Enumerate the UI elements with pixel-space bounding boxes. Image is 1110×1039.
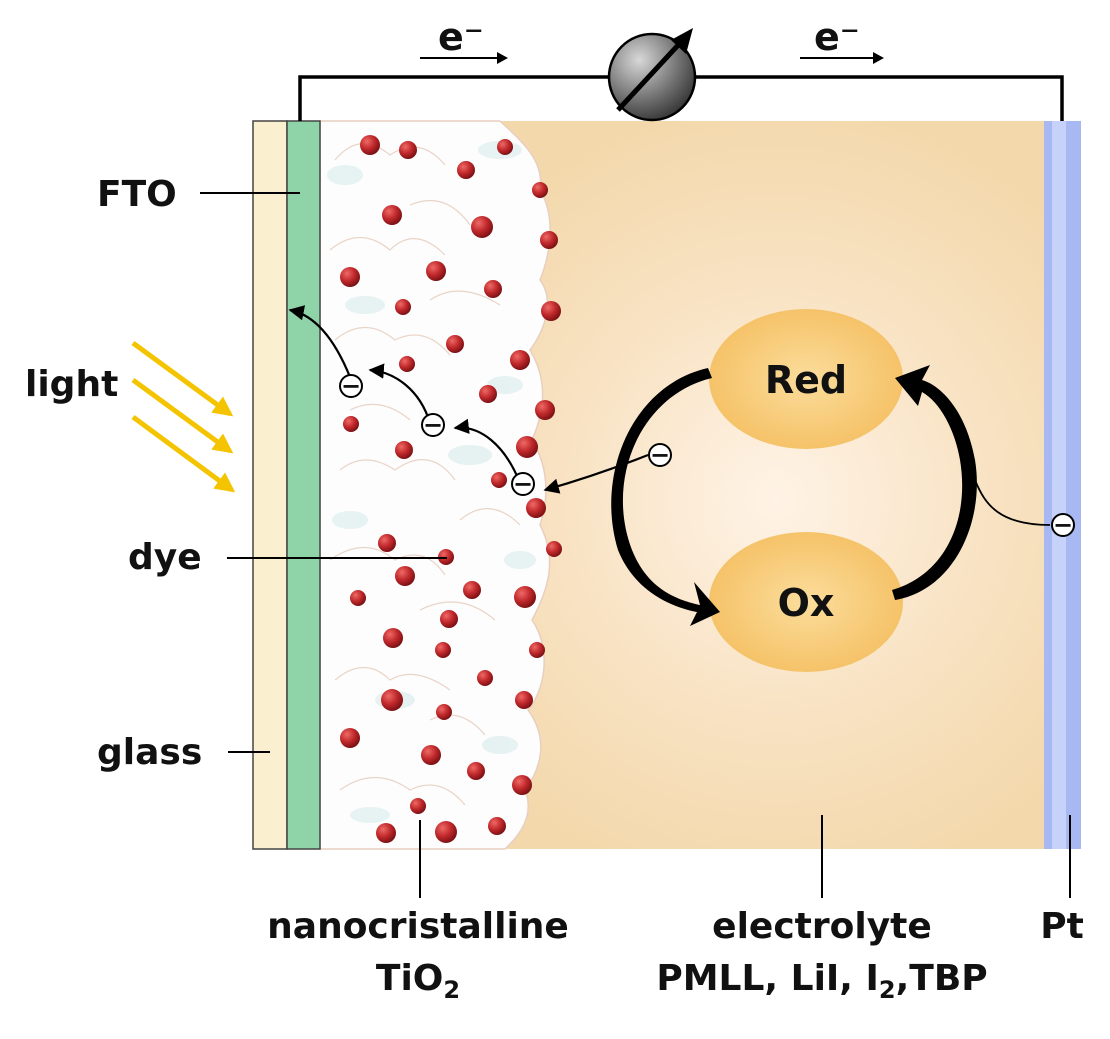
dye-particle <box>546 541 562 557</box>
tio2-label-line1: nanocristalline <box>267 906 569 947</box>
electrolyte-label-line1: electrolyte <box>712 906 932 947</box>
dye-particle <box>512 775 532 795</box>
dye-particle <box>421 745 441 765</box>
dye-particle <box>360 135 380 155</box>
dye-particle <box>540 231 558 249</box>
dye-particle <box>381 689 403 711</box>
redox-arrows <box>543 365 1051 626</box>
dye-particle <box>435 642 451 658</box>
electron-flow-left: e⁻ <box>420 15 508 64</box>
svg-text:−: − <box>513 470 533 498</box>
dye-particle <box>435 821 457 843</box>
red-species-ellipse <box>709 309 903 449</box>
ox-species-ellipse <box>709 532 903 672</box>
dye-particle <box>515 691 533 709</box>
dye-particle <box>535 400 555 420</box>
dye-particle <box>541 301 561 321</box>
dye-particle <box>479 385 497 403</box>
red-label: Red <box>765 358 847 402</box>
electron-path-tio2 <box>288 305 522 484</box>
electron-flow-right: e⁻ <box>800 15 884 64</box>
dye-particle <box>532 182 548 198</box>
dye-particle <box>395 566 415 586</box>
dye-particle <box>350 590 366 606</box>
dye-particle <box>426 261 446 281</box>
electron-minus-icon: − <box>648 441 672 469</box>
dye-particle <box>378 534 396 552</box>
fto-layer <box>286 120 321 850</box>
dye-particle <box>488 817 506 835</box>
dye-particle <box>463 581 481 599</box>
dye-particle <box>395 299 411 315</box>
svg-text:e⁻: e⁻ <box>438 15 484 59</box>
dye-particle <box>510 350 530 370</box>
dye-particle <box>457 161 475 179</box>
dye-particle <box>376 823 396 843</box>
dye-particle <box>467 762 485 780</box>
ox-label: Ox <box>778 581 835 625</box>
dye-particle <box>440 610 458 628</box>
dye-particle <box>410 798 426 814</box>
dye-particle <box>529 642 545 658</box>
svg-text:−: − <box>1053 511 1073 539</box>
electron-minus-icon: − <box>1051 511 1075 539</box>
tio2-label-line2: TiO2 <box>376 958 460 1004</box>
dye-particles <box>340 135 562 843</box>
dye-particle <box>383 628 403 648</box>
dye-particle <box>491 472 507 488</box>
electron-minus-icon: − <box>339 372 363 400</box>
svg-text:−: − <box>650 441 670 469</box>
dye-particle <box>477 670 493 686</box>
dye-particle <box>395 441 413 459</box>
dye-particle <box>382 205 402 225</box>
electron-minus-icon: − <box>421 411 445 439</box>
glass-layer <box>252 120 288 850</box>
fto-label: FTO <box>97 174 177 215</box>
electron-minus-icon: − <box>511 470 535 498</box>
dye-particle <box>516 436 538 458</box>
dye-particle <box>446 335 464 353</box>
dye-particle <box>436 704 452 720</box>
dye-particle <box>471 216 493 238</box>
dye-particle <box>514 586 536 608</box>
dye-particle <box>526 498 546 518</box>
dye-particle <box>399 356 415 372</box>
dye-label: dye <box>128 537 202 578</box>
pt-label: Pt <box>1040 906 1084 947</box>
svg-text:−: − <box>341 372 361 400</box>
leader-lines <box>200 192 1071 898</box>
dye-particle <box>340 267 360 287</box>
dye-particle <box>484 280 502 298</box>
svg-text:e⁻: e⁻ <box>814 15 860 59</box>
svg-text:−: − <box>423 411 443 439</box>
ammeter-icon <box>607 28 697 122</box>
dye-particle <box>497 139 513 155</box>
light-arrow-icon <box>131 340 236 493</box>
electrolyte-label-line2: PMLL, LiI, I2,TBP <box>656 958 987 1004</box>
glass-label: glass <box>97 732 202 773</box>
light-label: light <box>25 364 118 405</box>
dye-particle <box>343 416 359 432</box>
dye-particle <box>399 141 417 159</box>
dye-particle <box>340 728 360 748</box>
